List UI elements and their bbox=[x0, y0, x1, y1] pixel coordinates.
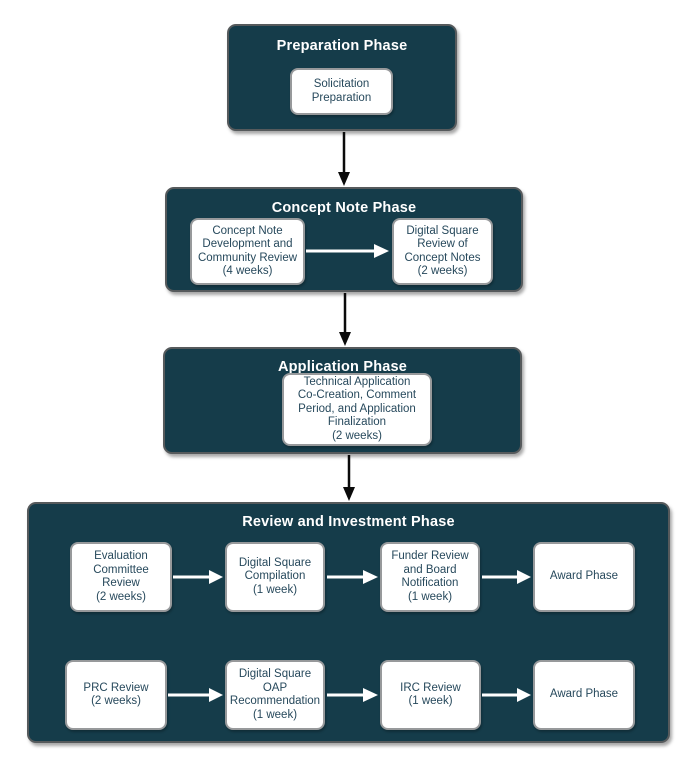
phase-preparation-title: Preparation Phase bbox=[276, 38, 408, 54]
arrow-preparation-to-concept-icon bbox=[338, 132, 350, 186]
arrow-concept-to-application-icon bbox=[339, 293, 351, 346]
task-funder-review-board-notification: Funder Review and Board Notification (1 … bbox=[380, 542, 480, 612]
task-award-phase-row1: Award Phase bbox=[533, 542, 635, 612]
task-digital-square-compilation: Digital Square Compilation (1 week) bbox=[225, 542, 325, 612]
task-digital-square-review: Digital Square Review of Concept Notes (… bbox=[392, 218, 493, 285]
phase-concept-note-title: Concept Note Phase bbox=[271, 200, 417, 216]
phase-concept-note-box: Concept Note Phase Concept Note Developm… bbox=[165, 187, 523, 292]
task-solicitation-preparation: Solicitation Preparation bbox=[290, 68, 393, 115]
task-digital-square-oap-recommendation: Digital Square OAP Recommendation (1 wee… bbox=[225, 660, 325, 730]
task-prc-review: PRC Review (2 weeks) bbox=[65, 660, 167, 730]
task-evaluation-committee-review: Evaluation Committee Review (2 weeks) bbox=[70, 542, 172, 612]
phase-application-title: Application Phase bbox=[277, 359, 408, 375]
arrow-application-to-review-icon bbox=[343, 455, 355, 501]
phase-review-investment-box: Review and Investment Phase Evaluation C… bbox=[27, 502, 670, 743]
phase-preparation-box: Preparation Phase Solicitation Preparati… bbox=[227, 24, 457, 131]
task-irc-review: IRC Review (1 week) bbox=[380, 660, 481, 730]
phase-review-investment-title: Review and Investment Phase bbox=[242, 514, 455, 530]
task-award-phase-row2: Award Phase bbox=[533, 660, 635, 730]
phase-application-box: Application Phase Technical Application … bbox=[163, 347, 522, 454]
task-concept-note-development: Concept Note Development and Community R… bbox=[190, 218, 305, 285]
task-technical-application: Technical Application Co-Creation, Comme… bbox=[282, 373, 432, 446]
